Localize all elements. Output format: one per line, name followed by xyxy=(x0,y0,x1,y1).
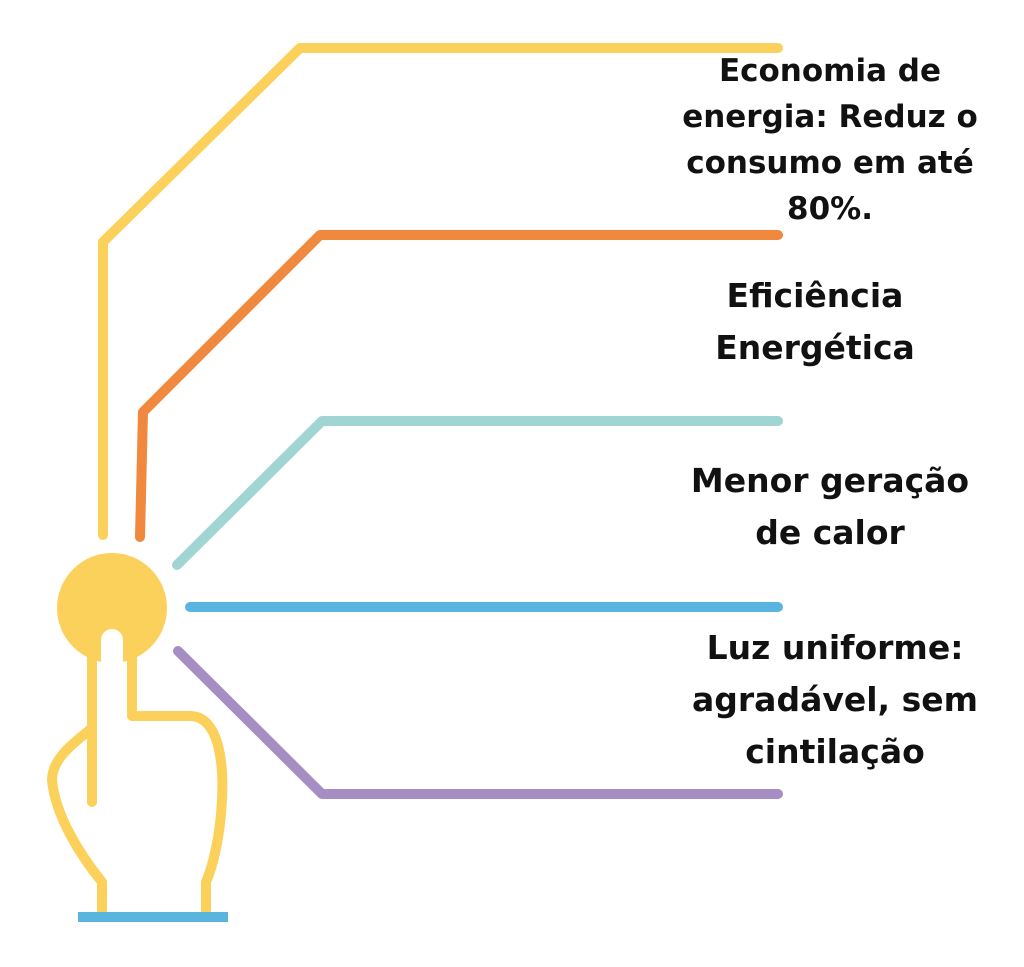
label-luz-uniforme: Luz uniforme: agradável, sem cintilação xyxy=(692,628,978,771)
label-eficiencia: Eficiência Energética xyxy=(715,276,915,367)
connector-line-yellow xyxy=(98,43,783,540)
connector-line-purple xyxy=(173,646,783,799)
connector-line-teal xyxy=(172,416,783,570)
label-economia: Economia de energia: Reduz o consumo em … xyxy=(682,53,978,227)
pointing-hand-icon xyxy=(47,553,228,922)
connector-line-orange xyxy=(135,230,783,542)
label-menor-calor: Menor geração de calor xyxy=(690,461,970,552)
